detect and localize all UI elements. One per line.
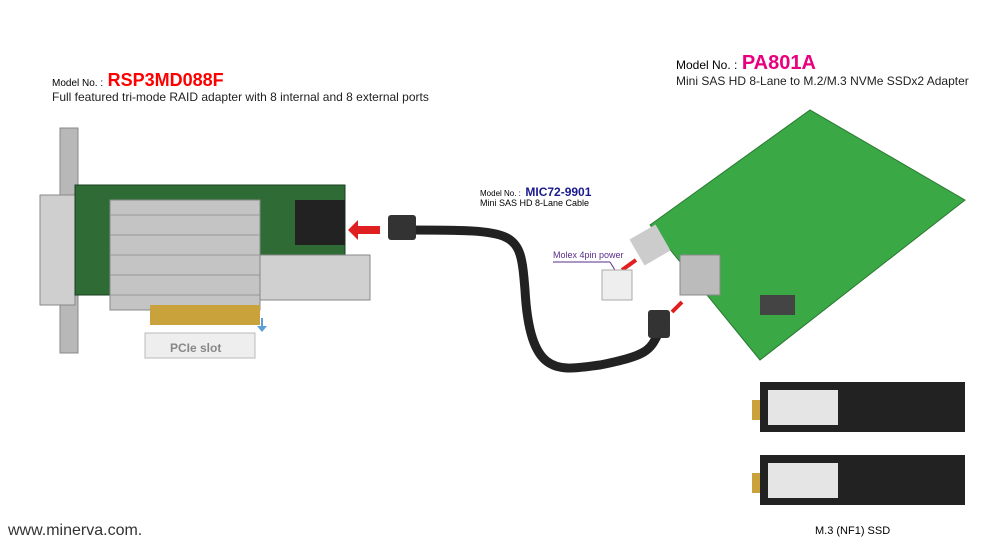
adapter-description: Mini SAS HD 8-Lane to M.2/M.3 NVMe SSDx2…	[676, 74, 969, 88]
raid-model-line: Model No. : RSP3MD088F	[52, 70, 224, 91]
cable-model-number: MIC72-9901	[525, 185, 592, 199]
arrow-left-icon	[348, 220, 380, 240]
molex-connector-image	[601, 269, 633, 301]
adapter-board-image	[629, 109, 966, 361]
cable-image	[388, 215, 670, 373]
ssd-label: M.3 (NF1) SSD	[815, 525, 891, 537]
raid-model-number: RSP3MD088F	[107, 70, 224, 90]
raid-description: Full featured tri-mode RAID adapter with…	[52, 90, 429, 104]
adapter-model-line: Model No. : PA801A	[676, 52, 816, 75]
arrow-icon	[670, 300, 684, 314]
arrow-icon	[620, 258, 638, 272]
ssd-image	[752, 382, 965, 505]
pcie-slot-label: PCIe slot	[170, 341, 222, 355]
pcie-slot-image	[144, 332, 256, 359]
model-label: Model No. :	[676, 58, 738, 72]
down-arrow-icon	[257, 318, 267, 332]
adapter-model-number: PA801A	[741, 52, 816, 74]
model-label: Model No. :	[480, 189, 521, 198]
cable-description: Mini SAS HD 8-Lane Cable	[480, 198, 590, 208]
cable-model-line: Model No. : MIC72-9901	[480, 183, 591, 201]
molex-power-label: Molex 4pin power	[553, 250, 624, 260]
raid-card-image	[39, 127, 371, 354]
footer-url: www.minerva.com.	[8, 522, 143, 539]
model-label: Model No. :	[52, 78, 104, 89]
